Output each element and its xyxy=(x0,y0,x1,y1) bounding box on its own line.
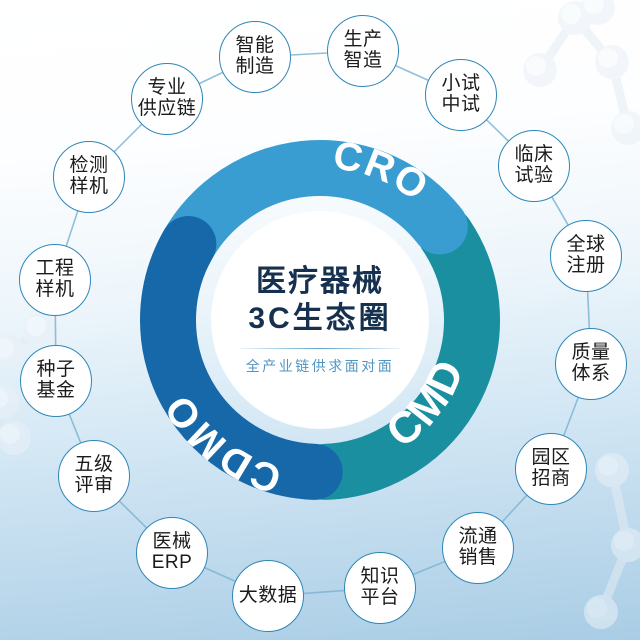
core-title-line1: 医疗器械 xyxy=(256,264,384,298)
node-jiance-yangji[interactable]: 检测样机 xyxy=(53,141,125,213)
node-zhineng-zhizao[interactable]: 智能制造 xyxy=(219,21,291,93)
node-label: 样机 xyxy=(35,279,75,300)
node-yuanqu-zhaoshang[interactable]: 园区招商 xyxy=(515,433,587,505)
core-title-line2: 3C生态圈 xyxy=(248,301,392,335)
node-label: 招商 xyxy=(531,468,571,489)
node-shengchan-zhizao[interactable]: 生产智造 xyxy=(327,15,399,87)
node-label: 智造 xyxy=(343,50,383,71)
ring-segment-cdmo xyxy=(140,216,343,500)
node-zhiliang-tixi[interactable]: 质量体系 xyxy=(555,328,627,400)
node-label: 销售 xyxy=(458,547,498,568)
node-label: 园区 xyxy=(531,447,571,469)
node-label: 质量 xyxy=(571,342,611,364)
node-label: 知识 xyxy=(360,566,400,588)
node-label: 专业 xyxy=(147,77,187,99)
node-label: 大数据 xyxy=(238,584,298,606)
node-wuji-pingshen[interactable]: 五级评审 xyxy=(58,440,130,512)
node-xiaoshi-zhongshi[interactable]: 小试中试 xyxy=(425,59,497,131)
core-circle: 医疗器械 3C生态圈 全产业链供求面对面 xyxy=(212,212,428,428)
node-label: 试验 xyxy=(514,165,554,186)
node-gongcheng-yangji[interactable]: 工程样机 xyxy=(19,244,91,316)
node-label: 样机 xyxy=(69,176,109,197)
node-linchuang-shiyan[interactable]: 临床试验 xyxy=(498,130,570,202)
ring-segment-cmd xyxy=(297,207,500,500)
node-label: 临床 xyxy=(514,144,554,166)
node-liutong-xiaoshou[interactable]: 流通销售 xyxy=(442,512,514,584)
node-label: 检测 xyxy=(69,155,109,177)
node-quanqiu-zhuce[interactable]: 全球注册 xyxy=(550,220,622,292)
ring-segment-cro xyxy=(155,140,468,282)
node-label: ERP xyxy=(151,552,193,573)
node-label: 智能 xyxy=(235,35,275,57)
node-label: 种子 xyxy=(36,359,76,381)
node-zhishi-pingtai[interactable]: 知识平台 xyxy=(344,552,416,624)
node-label: 评审 xyxy=(74,475,114,496)
node-label: 五级 xyxy=(74,454,114,476)
node-label: 制造 xyxy=(235,56,275,77)
node-zhuanye-gongyinglian[interactable]: 专业供应链 xyxy=(131,63,203,135)
node-label: 体系 xyxy=(571,363,611,384)
node-label: 注册 xyxy=(566,255,606,276)
node-label: 流通 xyxy=(458,526,498,548)
node-label: 平台 xyxy=(360,587,400,608)
node-label: 供应链 xyxy=(137,98,197,119)
node-zhongzi-jijin[interactable]: 种子基金 xyxy=(20,345,92,417)
node-label: 医械 xyxy=(152,531,192,553)
core-subtitle: 全产业链供求面对面 xyxy=(245,358,395,375)
node-label: 生产 xyxy=(343,29,383,51)
core-divider xyxy=(240,348,400,350)
node-label: 中试 xyxy=(441,94,481,115)
node-dashuju[interactable]: 大数据 xyxy=(232,560,304,632)
node-label: 工程 xyxy=(35,258,75,280)
node-label: 基金 xyxy=(36,380,76,401)
node-label: 小试 xyxy=(441,73,481,95)
node-label: 全球 xyxy=(566,234,606,256)
